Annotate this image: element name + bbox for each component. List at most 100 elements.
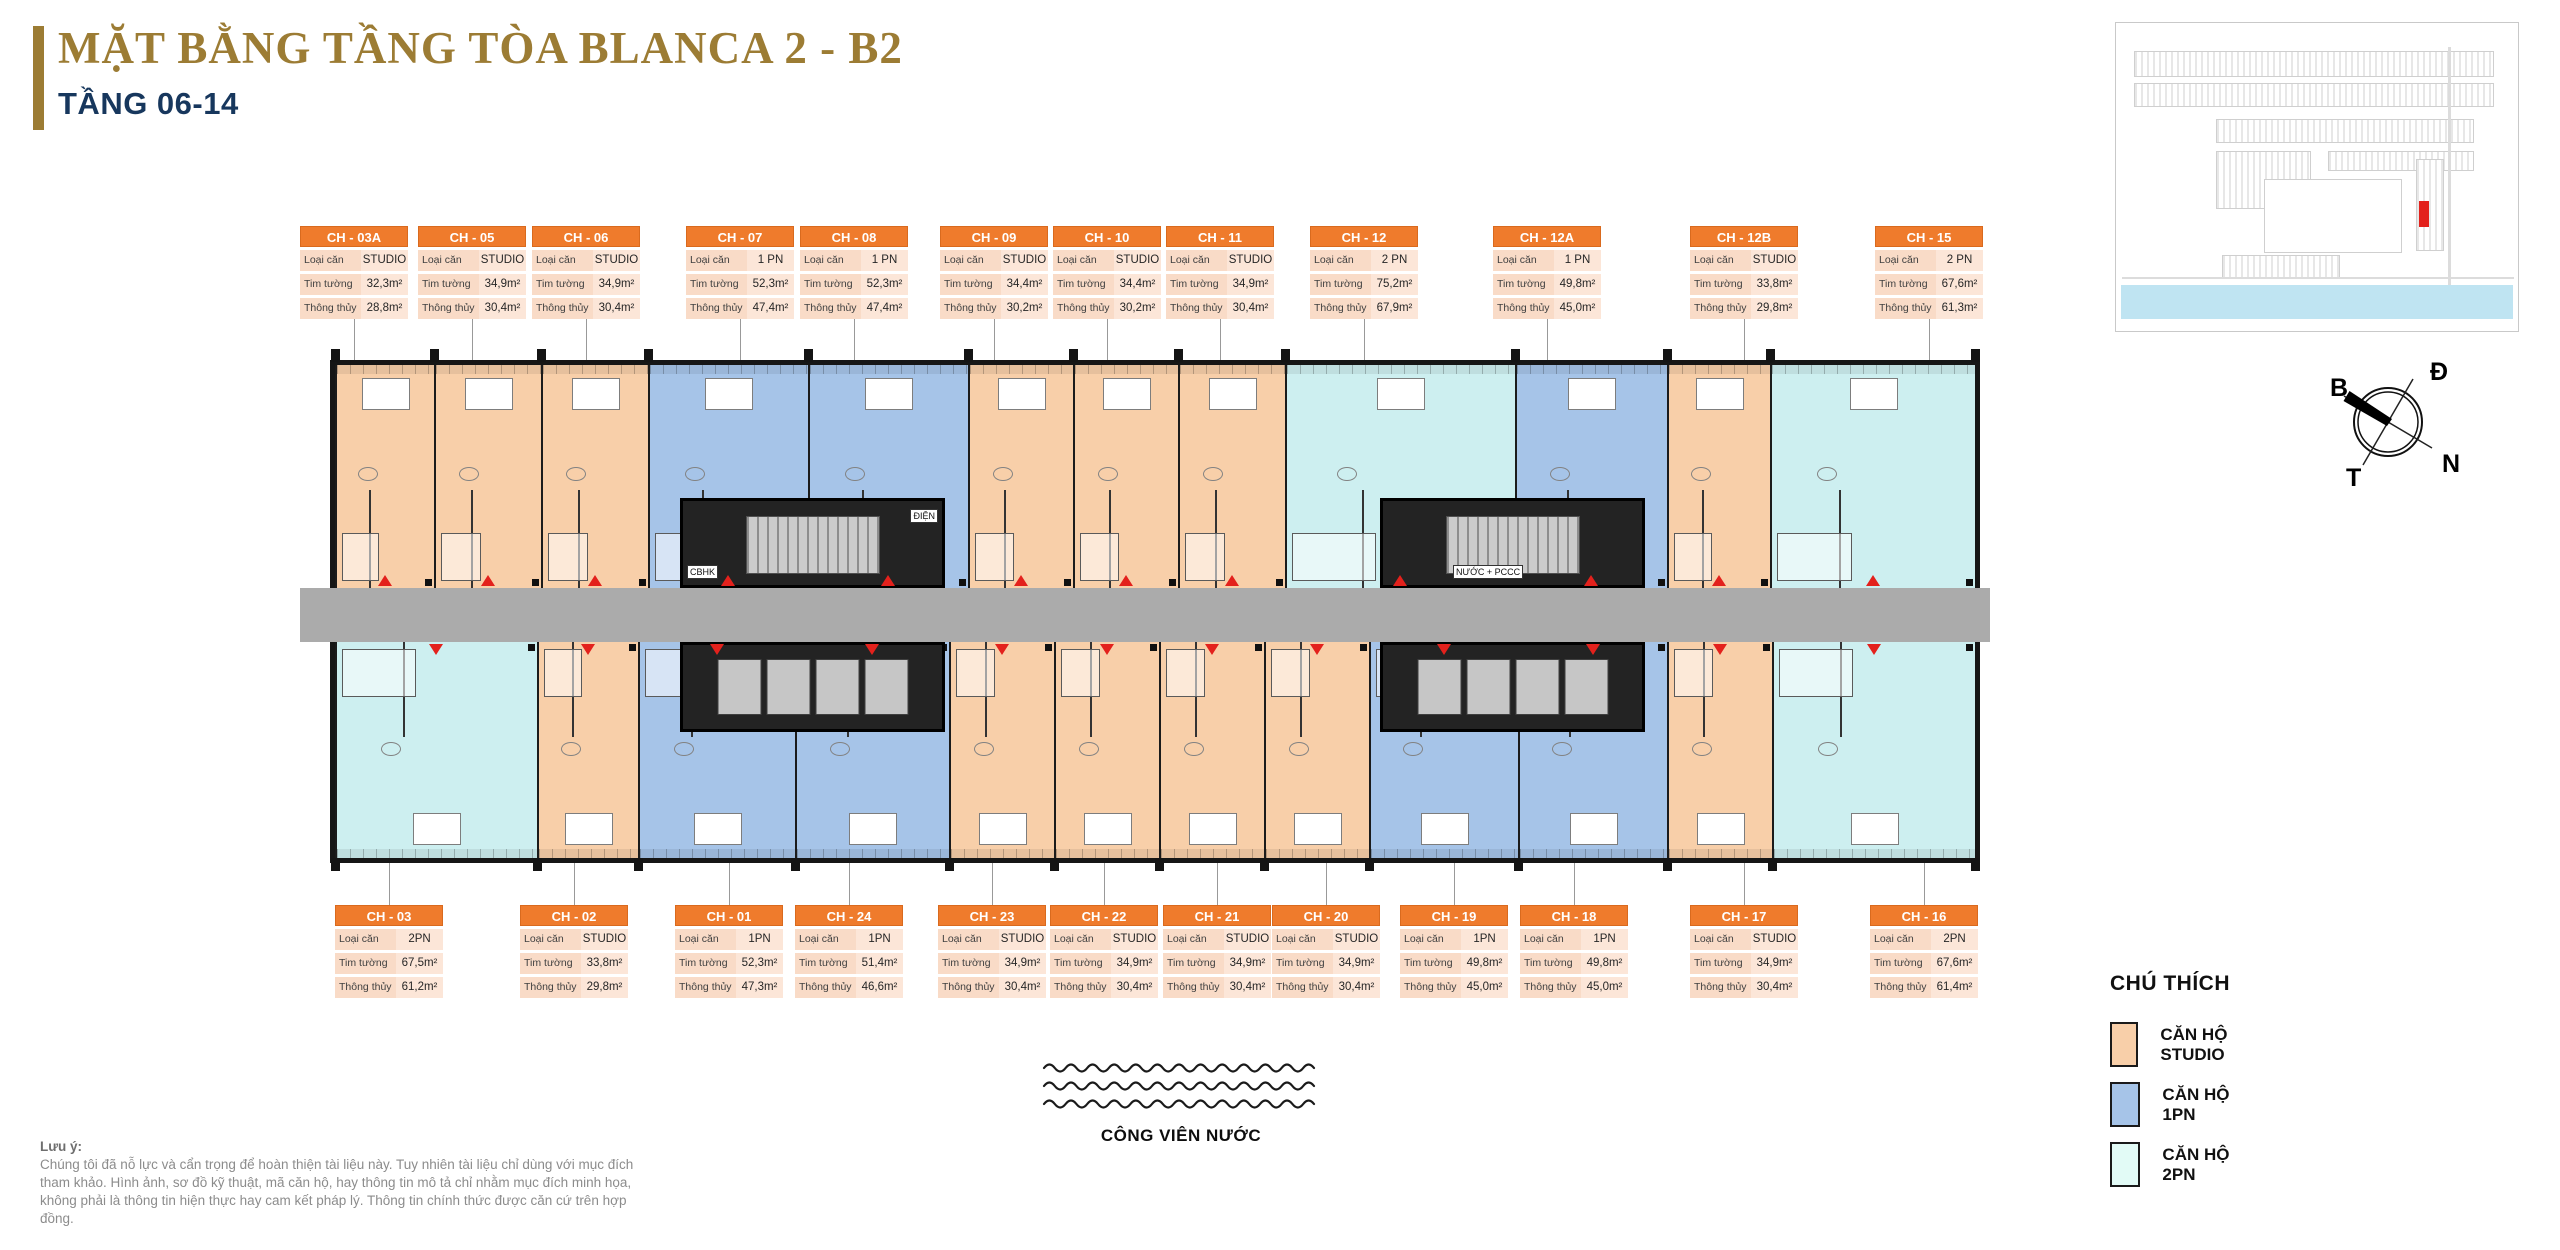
title-accent-bar — [33, 26, 44, 130]
card-connector — [1454, 863, 1455, 905]
card-row-value: STUDIO — [593, 250, 640, 271]
card-connector — [472, 319, 473, 360]
column-dot — [639, 579, 646, 586]
wave-line-icon — [1042, 1081, 1316, 1091]
card-row-label: Thông thủy — [1875, 298, 1936, 319]
balcony-strip — [543, 365, 648, 374]
card-row-label: Loại căn — [686, 250, 747, 271]
card-row-value: 30,4m² — [999, 977, 1046, 998]
plan-unit-CH-20 — [1264, 642, 1369, 858]
balcony-strip — [810, 365, 968, 374]
wave-line-icon — [1042, 1063, 1316, 1073]
unit-card-code: CH - 22 — [1050, 905, 1158, 926]
card-row-value: 30,4m² — [1333, 977, 1380, 998]
card-row-value: 1PN — [1461, 929, 1508, 950]
disclaimer-heading: Lưu ý: — [40, 1139, 83, 1154]
entry-marker — [1866, 644, 1881, 655]
balcony-strip — [1056, 849, 1159, 858]
bed-shape — [464, 378, 513, 410]
balcony-strip — [337, 365, 434, 374]
card-row-label: Tim tường — [795, 953, 856, 974]
unit-card-code: CH - 24 — [795, 905, 903, 926]
table-shape — [1078, 742, 1099, 756]
unit-card-code: CH - 23 — [938, 905, 1046, 926]
table-shape — [973, 742, 994, 756]
site-map-road — [2122, 277, 2514, 279]
card-row-value: STUDIO — [999, 929, 1046, 950]
card-row-value: 1PN — [1581, 929, 1628, 950]
card-row-label: Tim tường — [675, 953, 736, 974]
column-tick — [1069, 349, 1078, 362]
card-row-value: 30,2m² — [1114, 298, 1161, 319]
card-row-value: 1 PN — [1554, 250, 1601, 271]
legend-label-2pn: CĂN HỘ 2PN — [2162, 1144, 2230, 1184]
bed-shape — [1420, 813, 1469, 845]
entry-marker — [1393, 575, 1407, 586]
card-row-label: Thông thủy — [1053, 298, 1114, 319]
card-row-value: 34,4m² — [1114, 274, 1161, 295]
entry-marker — [1204, 644, 1219, 655]
card-row-value: 28,8m² — [361, 298, 408, 319]
plan-unit-CH-02 — [537, 642, 638, 858]
entry-marker — [377, 575, 392, 586]
column-tick — [1514, 858, 1523, 871]
card-row-label: Loại căn — [1520, 929, 1581, 950]
card-row-label: Loại căn — [1493, 250, 1554, 271]
page-title: MẶT BẰNG TẦNG TÒA BLANCA 2 - B2 — [58, 23, 903, 73]
unit-card-code: CH - 15 — [1875, 226, 1983, 247]
water-waves-icon — [1042, 1063, 1316, 1109]
column-tick — [1174, 349, 1183, 362]
card-row-label: Tim tường — [800, 274, 861, 295]
plan-unit-CH-12B — [1667, 365, 1770, 588]
card-row-label: Tim tường — [1875, 274, 1936, 295]
card-row-label: Loại căn — [800, 250, 861, 271]
legend-item-1pn: CĂN HỘ 1PN — [2110, 1082, 2230, 1127]
card-row-value: STUDIO — [1751, 929, 1798, 950]
bathroom-block — [1674, 533, 1713, 581]
column-tick — [1365, 858, 1374, 871]
column-dot — [1360, 644, 1367, 651]
site-map-road — [2448, 47, 2451, 287]
site-map-block — [2222, 255, 2340, 279]
bed-shape — [1377, 378, 1425, 410]
card-row-label: Loại căn — [1690, 929, 1751, 950]
entry-marker — [1118, 575, 1133, 586]
card-row-label: Loại căn — [418, 250, 479, 271]
site-map-block — [2328, 151, 2474, 171]
card-connector — [389, 863, 390, 905]
card-row-value: 49,8m² — [1554, 274, 1601, 295]
card-row-value: STUDIO — [1227, 250, 1274, 271]
site-map-thumbnail — [2115, 22, 2519, 332]
card-row-label: Loại căn — [1050, 929, 1111, 950]
column-tick — [1768, 858, 1777, 871]
card-row-label: Thông thủy — [800, 298, 861, 319]
legend-label-1pn: CĂN HỘ 1PN — [2162, 1084, 2230, 1124]
card-row-value: 34,9m² — [1227, 274, 1274, 295]
entry-marker — [1013, 575, 1028, 586]
card-connector — [1574, 863, 1575, 905]
table-shape — [1097, 467, 1118, 481]
bed-shape — [1849, 378, 1898, 410]
card-connector — [1104, 863, 1105, 905]
table-shape — [1818, 742, 1839, 756]
